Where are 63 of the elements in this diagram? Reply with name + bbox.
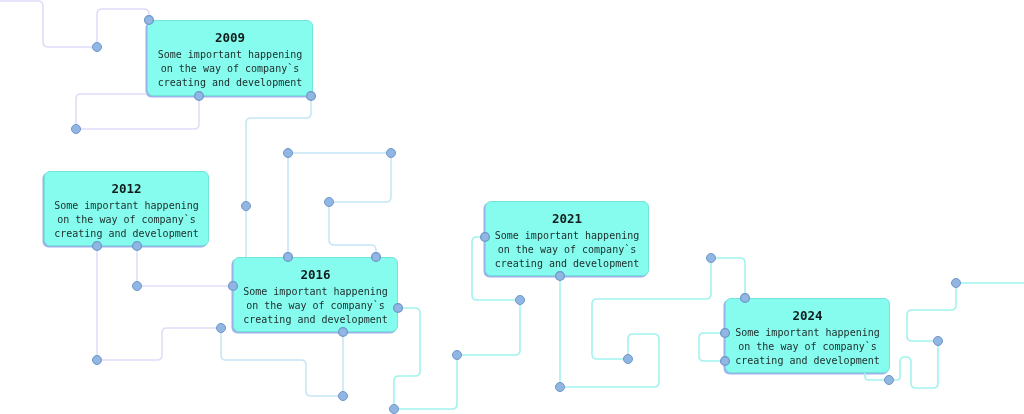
circuit-trace [245,90,317,202]
event-description: Some important happening on the way of company`s creating and development [734,326,881,368]
connector-dot [241,201,251,211]
event-description: Some important happening on the way of company`s creating and development [242,285,389,327]
circuit-trace [864,372,885,381]
connector-dot [555,382,565,392]
circuit-trace [0,0,93,48]
connector-dot [623,354,633,364]
event-card [485,201,649,276]
connector-dot [452,350,462,360]
circuit-trace [698,327,731,367]
circuit-trace [220,332,339,397]
connector-dot [283,148,293,158]
year-title: 2012 [111,181,142,197]
circuit-trace [554,270,566,383]
circuit-trace [715,257,751,304]
circuit-trace [471,231,516,301]
connector-dot [951,278,961,288]
year-title: 2021 [551,211,583,227]
circuit-trace [591,262,712,360]
event-description: Some important happening on the way of company`s creating and development [53,199,200,241]
circuit-trace [131,240,143,282]
event-card [147,20,313,96]
circuit-trace [328,206,382,263]
circuit-trace [333,157,392,203]
circuit-trace [960,282,1024,284]
connector-dot [324,197,334,207]
connector-dot [884,375,894,385]
connector-dot [132,281,142,291]
year-title: 2024 [792,308,823,324]
year-title: 2009 [214,30,246,46]
circuit-trace [101,327,217,361]
circuit-trace [337,326,349,392]
circuit-trace [392,302,421,405]
circuit-trace [245,210,247,258]
year-title: 2016 [300,267,331,283]
connector-dot [92,42,102,52]
circuit-trace [461,304,521,356]
circuit-trace [564,333,660,388]
event-card [233,257,398,332]
circuit-trace [80,90,205,130]
event-description: Some important happening on the way of company`s creating and development [493,229,641,271]
circuit-trace [91,240,103,356]
connector-dot [92,355,102,365]
circuit-trace [906,287,957,342]
circuit-trace [292,152,387,154]
connector-dot [706,253,716,263]
connector-dot [338,391,348,401]
connector-dot [515,295,525,305]
connector-dot [389,404,399,414]
connector-dot [71,124,81,134]
circuit-trace [282,157,294,263]
circuit-trace [141,280,239,292]
event-card [44,171,209,246]
circuit-trace [893,345,939,389]
circuit-trace [96,8,155,43]
circuit-trace [75,93,148,125]
circuit-trace [398,359,458,410]
event-description: Some important happening on the way of company`s creating and development [156,48,304,90]
connector-dot [386,148,396,158]
connector-dot [933,336,943,346]
connector-dot [216,323,226,333]
event-card [725,298,890,373]
